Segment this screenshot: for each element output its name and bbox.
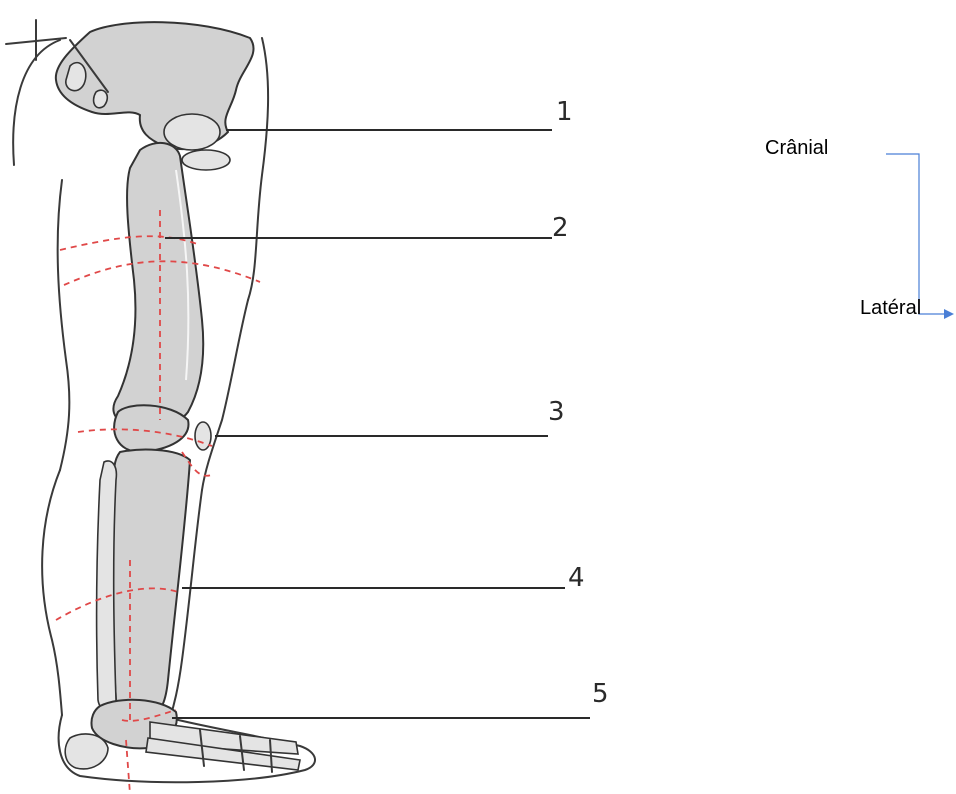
- calf-outline: [42, 470, 62, 715]
- orientation-axis-line: [886, 154, 944, 314]
- buttock-outline: [248, 38, 268, 300]
- ischium: [182, 150, 230, 170]
- callout-5: 5: [172, 679, 609, 718]
- callout-3: 3: [215, 397, 565, 436]
- bones: [56, 22, 300, 772]
- callout-number-4: 4: [568, 563, 585, 593]
- patella: [195, 422, 211, 450]
- callout-number-1: 1: [556, 97, 573, 127]
- front-thigh-outline: [58, 180, 70, 470]
- acetabulum: [164, 114, 220, 150]
- orientation-indicator: Crânial Latéral: [765, 137, 954, 319]
- callout-number-3: 3: [548, 397, 565, 427]
- arrow-right-icon: [944, 309, 954, 319]
- callout-number-5: 5: [592, 679, 609, 709]
- callout-number-2: 2: [552, 213, 569, 243]
- calcaneus: [65, 734, 108, 769]
- back-thigh-outline: [202, 300, 248, 490]
- cranial-label: Crânial: [765, 137, 828, 159]
- callout-4: 4: [182, 563, 585, 593]
- pelvis: [56, 22, 254, 149]
- fibula: [97, 461, 117, 710]
- femur: [113, 143, 203, 426]
- pelvis-notch-2: [94, 90, 108, 108]
- callout-1: 1: [226, 97, 573, 130]
- callout-2: 2: [165, 213, 569, 243]
- lateral-label: Latéral: [860, 297, 921, 319]
